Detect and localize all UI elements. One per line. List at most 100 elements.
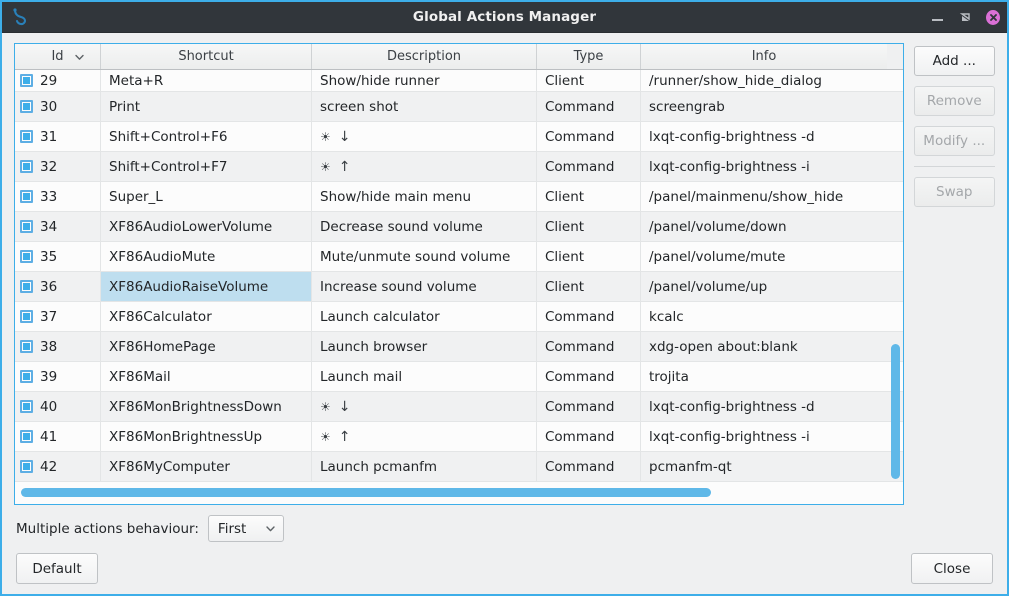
row-enabled-checkbox[interactable]: [20, 340, 33, 353]
cell-type[interactable]: Client: [537, 242, 641, 271]
cell-type[interactable]: Client: [537, 182, 641, 211]
cell-info[interactable]: lxqt-config-brightness -d: [641, 392, 887, 421]
cell-id[interactable]: 39: [15, 362, 101, 391]
cell-description[interactable]: Launch pcmanfm: [312, 452, 537, 481]
cell-info[interactable]: /panel/volume/up: [641, 272, 887, 301]
cell-shortcut[interactable]: XF86Mail: [101, 362, 312, 391]
cell-type[interactable]: Command: [537, 452, 641, 481]
row-enabled-checkbox[interactable]: [20, 370, 33, 383]
cell-info[interactable]: xdg-open about:blank: [641, 332, 887, 361]
column-header-type[interactable]: Type: [537, 44, 641, 69]
cell-type[interactable]: Command: [537, 362, 641, 391]
column-header-id[interactable]: Id: [15, 44, 101, 69]
maximize-button[interactable]: [958, 10, 972, 24]
cell-info[interactable]: lxqt-config-brightness -d: [641, 122, 887, 151]
horizontal-scrollbar-track[interactable]: [15, 481, 903, 504]
cell-info[interactable]: kcalc: [641, 302, 887, 331]
cell-info[interactable]: lxqt-config-brightness -i: [641, 152, 887, 181]
cell-shortcut[interactable]: Print: [101, 92, 312, 121]
cell-type[interactable]: Client: [537, 212, 641, 241]
cell-description[interactable]: ☀↓: [312, 392, 537, 421]
cell-type[interactable]: Command: [537, 332, 641, 361]
cell-type[interactable]: Client: [537, 272, 641, 301]
row-enabled-checkbox[interactable]: [20, 160, 33, 173]
cell-info[interactable]: /panel/volume/mute: [641, 242, 887, 271]
cell-description[interactable]: Show/hide main menu: [312, 182, 537, 211]
cell-id[interactable]: 30: [15, 92, 101, 121]
cell-id[interactable]: 31: [15, 122, 101, 151]
cell-id[interactable]: 42: [15, 452, 101, 481]
cell-description[interactable]: Decrease sound volume: [312, 212, 537, 241]
cell-info[interactable]: lxqt-config-brightness -i: [641, 422, 887, 451]
cell-info[interactable]: /runner/show_hide_dialog: [641, 70, 887, 91]
cell-id[interactable]: 35: [15, 242, 101, 271]
row-enabled-checkbox[interactable]: [20, 310, 33, 323]
cell-info[interactable]: /panel/mainmenu/show_hide: [641, 182, 887, 211]
cell-shortcut[interactable]: Meta+R: [101, 70, 312, 91]
cell-type[interactable]: Command: [537, 392, 641, 421]
cell-description[interactable]: Show/hide runner: [312, 70, 537, 91]
cell-info[interactable]: pcmanfm-qt: [641, 452, 887, 481]
cell-shortcut[interactable]: XF86HomePage: [101, 332, 312, 361]
row-enabled-checkbox[interactable]: [20, 220, 33, 233]
cell-shortcut[interactable]: XF86MyComputer: [101, 452, 312, 481]
row-enabled-checkbox[interactable]: [20, 130, 33, 143]
column-header-shortcut[interactable]: Shortcut: [101, 44, 312, 69]
title-bar[interactable]: Global Actions Manager: [2, 2, 1007, 33]
row-enabled-checkbox[interactable]: [20, 430, 33, 443]
cell-description[interactable]: Increase sound volume: [312, 272, 537, 301]
cell-id[interactable]: 40: [15, 392, 101, 421]
cell-info[interactable]: /panel/volume/down: [641, 212, 887, 241]
cell-shortcut[interactable]: Shift+Control+F7: [101, 152, 312, 181]
cell-shortcut[interactable]: Super_L: [101, 182, 312, 211]
cell-description[interactable]: ☀↑: [312, 152, 537, 181]
row-enabled-checkbox[interactable]: [20, 280, 33, 293]
cell-type[interactable]: Command: [537, 422, 641, 451]
default-button[interactable]: Default: [16, 553, 98, 584]
add-button[interactable]: Add ...: [913, 46, 995, 76]
cell-shortcut[interactable]: XF86MonBrightnessDown: [101, 392, 312, 421]
cell-shortcut[interactable]: XF86MonBrightnessUp: [101, 422, 312, 451]
cell-description[interactable]: Launch mail: [312, 362, 537, 391]
cell-id[interactable]: 33: [15, 182, 101, 211]
cell-type[interactable]: Client: [537, 70, 641, 91]
cell-description[interactable]: ☀↓: [312, 122, 537, 151]
close-dialog-button[interactable]: Close: [911, 553, 993, 584]
cell-info[interactable]: trojita: [641, 362, 887, 391]
row-enabled-checkbox[interactable]: [20, 190, 33, 203]
row-enabled-checkbox[interactable]: [20, 250, 33, 263]
cell-shortcut[interactable]: XF86AudioRaiseVolume: [101, 272, 312, 301]
cell-info[interactable]: screengrab: [641, 92, 887, 121]
cell-id[interactable]: 34: [15, 212, 101, 241]
cell-type[interactable]: Command: [537, 122, 641, 151]
cell-type[interactable]: Command: [537, 302, 641, 331]
column-header-info[interactable]: Info: [641, 44, 887, 69]
cell-shortcut[interactable]: XF86AudioMute: [101, 242, 312, 271]
cell-id[interactable]: 38: [15, 332, 101, 361]
cell-description[interactable]: Launch browser: [312, 332, 537, 361]
cell-type[interactable]: Command: [537, 152, 641, 181]
close-button[interactable]: [986, 9, 1000, 25]
row-enabled-checkbox[interactable]: [20, 400, 33, 413]
row-enabled-checkbox[interactable]: [20, 460, 33, 473]
cell-id[interactable]: 41: [15, 422, 101, 451]
row-enabled-checkbox[interactable]: [20, 74, 33, 87]
cell-id[interactable]: 29: [15, 70, 101, 91]
row-enabled-checkbox[interactable]: [20, 100, 33, 113]
cell-description[interactable]: Launch calculator: [312, 302, 537, 331]
cell-shortcut[interactable]: XF86AudioLowerVolume: [101, 212, 312, 241]
